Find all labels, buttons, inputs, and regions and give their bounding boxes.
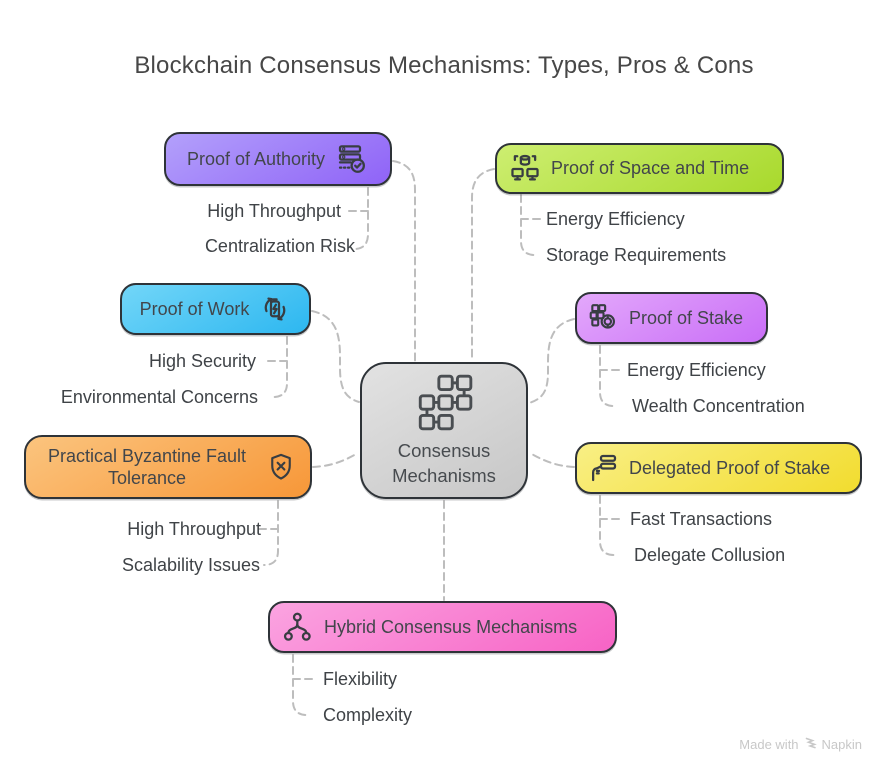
linked-blocks-icon [412,374,476,432]
watermark-brand: Napkin [821,737,862,752]
con-label-hybrid: Complexity [323,705,413,725]
node-practical-byzantine-fault-tolerance: Practical Byzantine Fault Tolerance [24,435,312,499]
branch-network-icon [282,611,314,643]
pro-label-proof-of-stake: Energy Efficiency [627,360,766,380]
node-consensus-mechanisms: Consensus Mechanisms [360,362,528,499]
node-title: Consensus Mechanisms [392,439,496,486]
node-proof-of-authority: Proof of Authority [164,132,392,186]
node-title: Proof of Work [139,298,250,319]
connector-hybrid-labels [292,654,314,716]
pro-label-pbft: High Throughput [127,519,261,539]
node-hybrid-consensus-mechanisms: Hybrid Consensus Mechanisms [268,601,617,653]
node-title: Delegated Proof of Stake [629,457,831,478]
node-title: Hybrid Consensus Mechanisms [324,616,578,637]
con-label-proof-of-authority: Centralization Risk [204,236,355,256]
node-proof-of-stake: Proof of Stake [575,292,768,344]
node-proof-of-space-and-time: Proof of Space and Time [495,143,784,194]
pro-label-proof-of-authority: High Throughput [207,201,341,221]
delegate-list-icon [587,452,619,484]
node-delegated-proof-of-stake: Delegated Proof of Stake [575,442,862,494]
battery-cycle-icon [259,292,291,326]
connector-pos-labels [599,345,621,407]
pro-label-proof-of-space-and-time: Energy Efficiency [546,209,685,229]
connector-pow-center [311,310,360,403]
con-label-pbft: Scalability Issues [121,555,260,575]
con-label-proof-of-space-and-time: Storage Requirements [546,245,727,265]
connector-dpos-center [529,452,575,468]
connector-pst-center [471,168,495,362]
storage-network-icon [509,152,541,186]
node-title: Proof of Space and Time [551,158,750,178]
node-title: Practical Byzantine Fault Tolerance [47,445,247,489]
watermark: Made with Napkin [739,737,862,752]
con-label-proof-of-stake: Wealth Concentration [632,396,805,416]
napkin-logo-icon [804,737,817,752]
node-title: Proof of Stake [629,307,744,328]
connector-pst-labels [520,194,542,256]
shield-x-icon [266,450,296,484]
node-proof-of-work: Proof of Work [120,283,311,335]
connector-poa-center [392,160,416,362]
con-label-proof-of-work: Environmental Concerns [60,387,258,407]
connector-pbft-labels [258,500,279,566]
pro-label-proof-of-work: High Security [148,351,256,371]
connector-pow-labels [266,336,288,398]
connector-dpos-labels [599,495,621,556]
page-title: Blockchain Consensus Mechanisms: Types, … [134,52,754,79]
pro-label-delegated-proof-of-stake: Fast Transactions [630,509,773,529]
node-title: Proof of Authority [186,148,326,169]
con-label-delegated-proof-of-stake: Delegate Collusion [634,545,786,565]
pro-label-hybrid: Flexibility [323,669,398,689]
blocks-coin-icon [587,302,619,334]
watermark-text: Made with [739,737,799,752]
server-check-icon [335,143,369,175]
connector-pbft-center [312,452,359,468]
connector-pos-center [528,318,575,404]
